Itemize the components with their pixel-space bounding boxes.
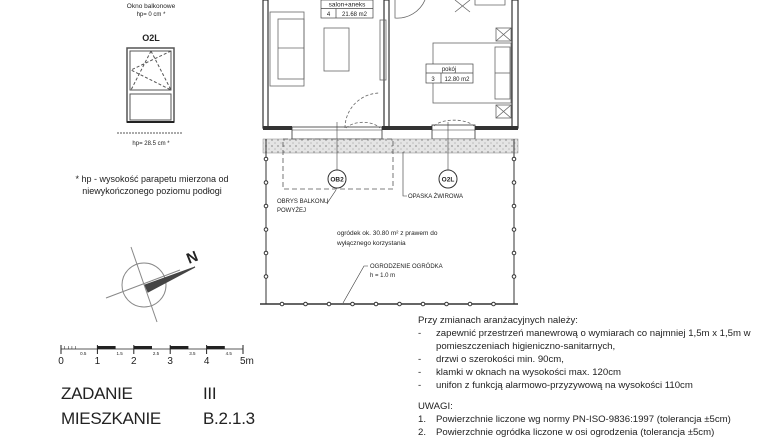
fence-post	[326, 301, 332, 307]
task-value: III	[203, 384, 217, 403]
fence-post	[397, 301, 402, 307]
fence-post	[511, 180, 517, 185]
sofa	[269, 11, 305, 87]
window-o2l-elevation	[117, 47, 182, 134]
window1-caption: Okno balkonowe	[127, 3, 176, 10]
fence-post	[263, 250, 269, 256]
scale-minor-label: 0.5	[80, 351, 87, 356]
fence-post	[373, 301, 379, 307]
scale-minor-label: 3.5	[189, 351, 196, 356]
door-swing	[394, 0, 426, 19]
gravel-strip	[262, 138, 519, 154]
fence-post	[444, 301, 449, 307]
scale-segment	[133, 346, 152, 349]
apartment-label: MIESZKANIE	[61, 409, 161, 428]
fence-post	[511, 227, 517, 232]
note-item: -klamki w oknach na wysokości max. 120cm	[418, 367, 622, 378]
fence-post	[511, 156, 517, 162]
garden-fence	[260, 139, 518, 307]
balcony-label-1: OBRYS BALKONU	[277, 199, 328, 205]
fence-post	[263, 274, 269, 279]
svg-text:O2L: O2L	[442, 177, 455, 184]
note-item: -unifon z funkcją alarmowo-przyzywową na…	[418, 380, 693, 391]
fence-label-1: OGRODZENIE OGRÓDKA	[370, 263, 443, 270]
svg-text:OB2: OB2	[330, 177, 344, 184]
fence-post	[350, 301, 355, 307]
window1-hp: hp= 0 cm *	[137, 12, 167, 18]
walls	[262, 0, 519, 140]
fence-post	[511, 274, 517, 279]
furniture	[269, 0, 512, 129]
gravel-label: OPASKA ŻWIROWA	[408, 193, 463, 200]
svg-text:pokój: pokój	[442, 67, 456, 73]
note-item: -zapewnić przestrzeń manewrową o wymiara…	[418, 328, 751, 352]
scale-label: 2	[131, 356, 137, 367]
fence-post	[279, 301, 285, 307]
remark-item: 1.Powierzchnie liczone wg normy PN-ISO-9…	[418, 414, 731, 425]
fence-post	[491, 301, 496, 307]
scale-bar: 0 1 2 3 4 5m 0.5 1.5 2.5 3.5 4.5	[58, 345, 254, 367]
footnote-line2: niewykończonego poziomu podłogi	[82, 186, 222, 196]
task-label: ZADANIE	[61, 384, 133, 403]
garden-label-1: ogródek ok. 30.80 m² z prawem do	[337, 230, 438, 237]
footnote-line1: * hp - wysokość parapetu mierzona od	[75, 174, 228, 184]
fence-post	[467, 301, 473, 307]
notes-block: Przy zmianach aranżacyjnych należy: -zap…	[418, 314, 758, 439]
fence-post	[511, 250, 517, 256]
scale-segment	[170, 346, 189, 349]
room-name-salon: salon+aneks	[329, 2, 366, 9]
remarks-title: UWAGI:	[418, 401, 453, 412]
scale-minor-label: 2.5	[153, 351, 160, 356]
apartment-value: B.2.1.3	[203, 409, 255, 428]
north-arrow: N	[105, 246, 201, 323]
scale-label: 0	[58, 356, 64, 367]
fence-post	[511, 203, 517, 209]
window-tag-ob2	[327, 169, 347, 189]
room-label-salon: salon+aneks 4 21.68 m2	[320, 0, 374, 19]
window-tag-o2l	[438, 169, 458, 189]
scale-label: 1	[95, 356, 101, 367]
svg-text:4: 4	[327, 12, 331, 18]
coffee-table	[323, 27, 350, 72]
notes-intro: Przy zmianach aranżacyjnych należy:	[418, 315, 578, 326]
scale-label: 3	[167, 356, 173, 367]
window2-code: O2L	[142, 33, 160, 43]
svg-text:21.68 m2: 21.68 m2	[342, 12, 368, 18]
svg-text:12.80 m2: 12.80 m2	[444, 77, 470, 83]
note-item: -drzwi o szerokości min. 90cm,	[418, 354, 564, 365]
scale-segment	[97, 346, 116, 349]
fence-post	[420, 301, 426, 307]
fence-post	[303, 301, 308, 307]
wardrobe	[379, 19, 387, 81]
fence-post	[263, 227, 269, 232]
room-label-pokoj: pokój 3 12.80 m2	[425, 63, 474, 84]
fence-post	[263, 156, 269, 162]
fence-post	[263, 180, 269, 185]
scale-segment	[206, 346, 225, 349]
window2-hp: hp= 28.5 cm *	[132, 141, 170, 147]
scale-minor-label: 1.5	[116, 351, 123, 356]
fence-post	[263, 203, 269, 209]
fence-label-2: h = 1.0 m	[370, 273, 395, 279]
garden-label-2: wyłącznego korzystania	[336, 240, 406, 247]
scale-label: 5m	[240, 356, 254, 367]
svg-text:3: 3	[431, 77, 435, 83]
scale-minor-label: 4.5	[226, 351, 233, 356]
north-label: N	[184, 248, 200, 268]
balcony-label-2: POWYŻEJ	[277, 207, 306, 214]
scale-label: 4	[204, 356, 210, 367]
floor-plan-drawing: Okno balkonowe hp= 0 cm * O2L hp= 28.5 c…	[58, 0, 519, 367]
